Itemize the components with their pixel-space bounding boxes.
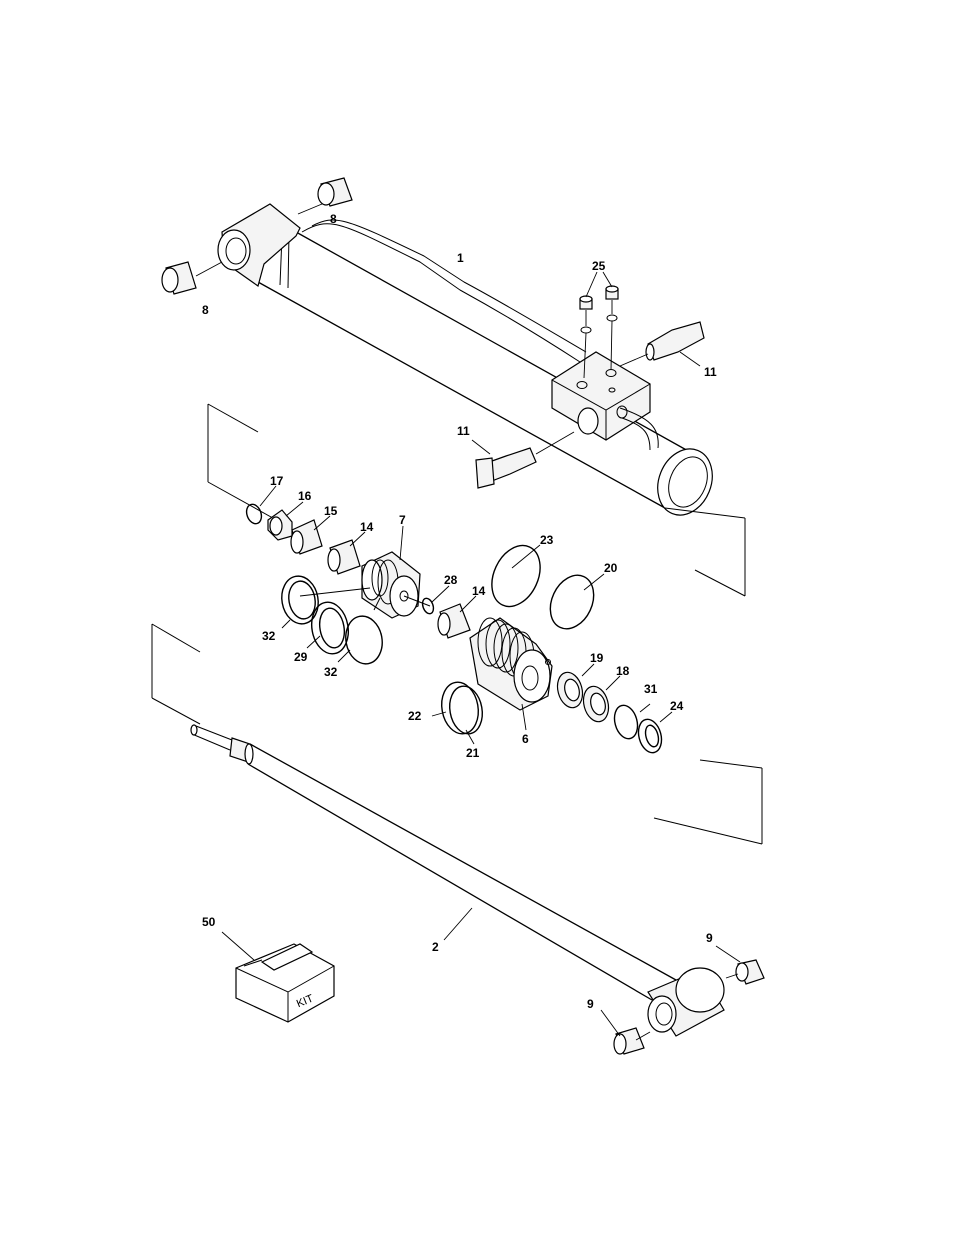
callout-23: 23 bbox=[540, 533, 554, 547]
callout-50: 50 bbox=[202, 915, 216, 929]
callout-32-left: 32 bbox=[262, 629, 276, 643]
callout-17: 17 bbox=[270, 474, 284, 488]
callout-32-right: 32 bbox=[324, 665, 338, 679]
callout-1: 1 bbox=[457, 251, 464, 265]
callout-28: 28 bbox=[444, 573, 458, 587]
piston-leaders bbox=[259, 485, 673, 745]
callout-18: 18 bbox=[616, 664, 630, 678]
bushing-upper bbox=[297, 177, 353, 215]
callout-14-upper: 14 bbox=[360, 520, 374, 534]
cartridge-valve-lower bbox=[471, 431, 575, 489]
callout-16: 16 bbox=[298, 489, 312, 503]
callout-8-lower: 8 bbox=[202, 303, 209, 317]
callout-31: 31 bbox=[644, 682, 658, 696]
callouts: 8 8 1 25 11 11 17 16 15 14 7 23 20 28 14… bbox=[202, 212, 717, 1011]
piston-rod bbox=[151, 623, 765, 1055]
callout-2: 2 bbox=[432, 940, 439, 954]
callout-6: 6 bbox=[522, 732, 529, 746]
piston-components bbox=[245, 503, 663, 754]
callout-22: 22 bbox=[408, 709, 422, 723]
cartridge-valve-upper bbox=[619, 321, 705, 367]
seal-kit-box: KIT bbox=[221, 931, 335, 1023]
bleed-screws bbox=[579, 271, 619, 379]
callout-24: 24 bbox=[670, 699, 684, 713]
callout-14-lower: 14 bbox=[472, 584, 486, 598]
callout-21: 21 bbox=[466, 746, 480, 760]
callout-15: 15 bbox=[324, 504, 338, 518]
callout-29: 29 bbox=[294, 650, 308, 664]
callout-9-left: 9 bbox=[587, 997, 594, 1011]
callout-19: 19 bbox=[590, 651, 604, 665]
callout-8-upper: 8 bbox=[330, 212, 337, 226]
callout-25: 25 bbox=[592, 259, 606, 273]
callout-11-upper: 11 bbox=[704, 365, 717, 379]
callout-9-right: 9 bbox=[706, 931, 713, 945]
cylinder-barrel bbox=[207, 203, 746, 597]
callout-11-lower: 11 bbox=[457, 424, 470, 438]
callout-7: 7 bbox=[399, 513, 406, 527]
callout-20: 20 bbox=[604, 561, 618, 575]
bushing-lower bbox=[161, 261, 223, 295]
